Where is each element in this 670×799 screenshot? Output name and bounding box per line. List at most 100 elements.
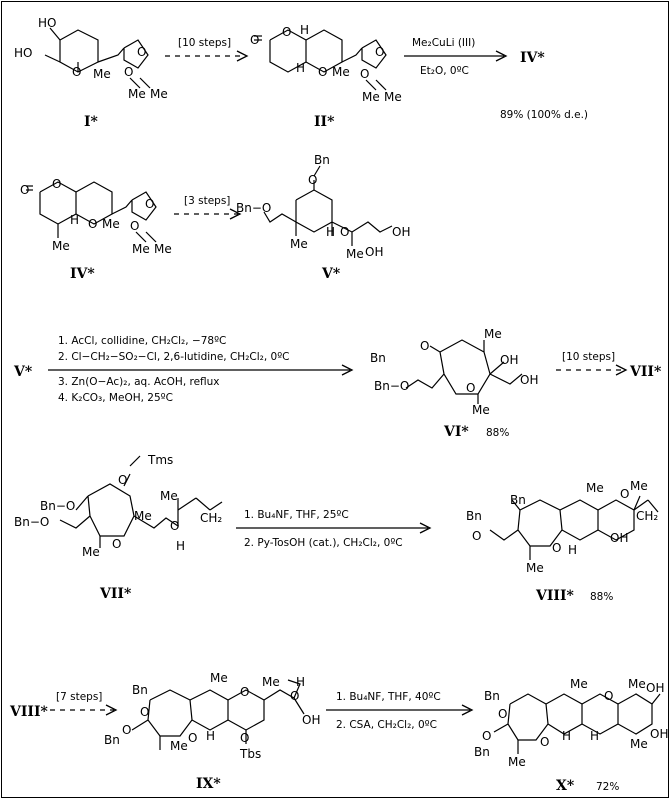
atom-Tms: Tms xyxy=(147,453,173,467)
atom-O: O xyxy=(170,519,179,533)
condition-r1-line2: Et₂O, 0ºC xyxy=(420,65,469,77)
atom-Me: Me xyxy=(93,67,111,81)
atom-O: O xyxy=(112,537,121,551)
structure-V: Bn O Bn−O Me H O Me OH OH xyxy=(236,153,410,261)
atom-OH: OH xyxy=(650,727,668,741)
atom-O: O xyxy=(188,731,197,745)
atom-OH: OH xyxy=(365,245,383,259)
atom-O: O xyxy=(88,217,97,231)
atom-O: O xyxy=(620,487,629,501)
atom-O: O xyxy=(122,723,131,737)
structure-X: Me O Me OH OH Bn O Bn O O H H Me Me xyxy=(474,677,668,769)
atom-O: O xyxy=(118,473,127,487)
steps-label-1: [10 steps] xyxy=(178,37,231,49)
atom-Me: Me xyxy=(346,247,364,261)
structure-IX: Me O Me O H OH Bn O Bn O O Me H O Tbs xyxy=(104,671,320,761)
compound-label-I: I* xyxy=(84,114,99,130)
condition-r7-line2: 2. CSA, CH₂Cl₂, 0ºC xyxy=(336,719,437,731)
condition-r3-line3: 3. Zn(O−Ac)₂, aq. AcOH, reflux xyxy=(58,376,220,388)
atom-O: O xyxy=(140,705,149,719)
atom-OH: OH xyxy=(520,373,538,387)
atom-O: O xyxy=(137,45,146,59)
atom-O: O xyxy=(420,339,429,353)
atom-Me: Me xyxy=(134,509,152,523)
atom-Me: Me xyxy=(586,481,604,495)
compound-label-IV-target: IV* xyxy=(520,50,545,66)
condition-r5-line1: 1. Bu₄NF, THF, 25ºC xyxy=(244,509,349,521)
atom-Tbs: Tbs xyxy=(239,747,261,761)
atom-Bn: Bn xyxy=(314,153,330,167)
atom-O: O xyxy=(466,381,475,395)
atom-Me: Me xyxy=(484,327,502,341)
atom-Me: Me xyxy=(570,677,588,691)
condition-r1-line1: Me₂CuLi (III) xyxy=(412,37,475,49)
steps-label-4: [7 steps] xyxy=(56,691,102,703)
yield-VI: 88% xyxy=(486,427,509,439)
atom-Me: Me xyxy=(508,755,526,769)
atom-O: O xyxy=(240,685,249,699)
compound-label-V: V* xyxy=(321,266,341,282)
atom-Me: Me xyxy=(132,242,150,256)
atom-Me: Me xyxy=(526,561,544,575)
atom-Me: Me xyxy=(262,675,280,689)
atom-Bn: Bn xyxy=(132,683,148,697)
atom-BnO: Bn−O xyxy=(40,499,75,513)
atom-O: O xyxy=(498,707,507,721)
atom-H: H xyxy=(206,729,215,743)
atom-O: O xyxy=(540,735,549,749)
atom-HO-1: HO xyxy=(38,16,56,30)
compound-label-VII-target: VII* xyxy=(629,364,662,380)
atom-Me: Me xyxy=(628,677,646,691)
atom-Bn: Bn xyxy=(474,745,490,759)
atom-Me: Me xyxy=(290,237,308,251)
atom-O: O xyxy=(308,173,317,187)
compound-label-IV: IV* xyxy=(70,266,95,282)
atom-H: H xyxy=(562,729,571,743)
compound-label-VI: VI* xyxy=(443,424,469,440)
atom-O: O xyxy=(250,33,259,47)
atom-BnO: Bn−O xyxy=(374,379,409,393)
atom-Me: Me xyxy=(362,90,380,104)
condition-r3-line2: 2. Cl−CH₂−SO₂−Cl, 2,6-lutidine, CH₂Cl₂, … xyxy=(58,351,290,363)
atom-Bn: Bn xyxy=(484,689,500,703)
atom-H: H xyxy=(590,729,599,743)
atom-Me: Me xyxy=(384,90,402,104)
condition-r5-line2: 2. Py-TosOH (cat.), CH₂Cl₂, 0ºC xyxy=(244,537,403,549)
atom-Me: Me xyxy=(160,489,178,503)
atom-OH: OH xyxy=(302,713,320,727)
atom-O: O xyxy=(482,729,491,743)
compound-label-VII: VII* xyxy=(99,586,132,602)
atom-O: O xyxy=(318,65,327,79)
atom-O: O xyxy=(52,177,61,191)
atom-Me: Me xyxy=(210,671,228,685)
atom-O: O xyxy=(145,197,154,211)
atom-Bn: Bn xyxy=(104,733,120,747)
atom-H: H xyxy=(326,225,335,239)
condition-r3-line1: 1. AcCl, collidine, CH₂Cl₂, −78ºC xyxy=(58,335,226,347)
atom-Bn: Bn xyxy=(510,493,526,507)
structure-VII: Tms O Bn−O Bn−O O Me Me Me O H CH₂ xyxy=(14,453,222,559)
condition-r3-line4: 4. K₂CO₃, MeOH, 25ºC xyxy=(58,392,173,404)
atom-Me: Me xyxy=(472,403,490,417)
compound-label-VIII: VIII* xyxy=(535,588,575,604)
atom-H: H xyxy=(296,61,305,75)
structure-VI: Me O Bn Bn−O O Me OH OH xyxy=(370,327,538,417)
atom-Me: Me xyxy=(128,87,146,101)
atom-Me: Me xyxy=(170,739,188,753)
atom-H: H xyxy=(70,213,79,227)
atom-O: O xyxy=(375,45,384,59)
atom-Me: Me xyxy=(82,545,100,559)
structure-IV: O O Me H O Me O O Me Me xyxy=(20,177,172,256)
atom-Bn: Bn xyxy=(466,509,482,523)
atom-Me: Me xyxy=(150,87,168,101)
atom-Me: Me xyxy=(630,737,648,751)
atom-O: O xyxy=(472,529,481,543)
steps-label-3: [10 steps] xyxy=(562,351,615,363)
atom-O: O xyxy=(552,541,561,555)
atom-H: H xyxy=(300,23,309,37)
atom-CH2: CH₂ xyxy=(636,509,658,523)
structure-VIII: Me O Me Bn Bn O O H OH Me CH₂ xyxy=(466,479,659,575)
atom-O: O xyxy=(72,65,81,79)
yield-IV: 89% (100% d.e.) xyxy=(500,109,588,121)
